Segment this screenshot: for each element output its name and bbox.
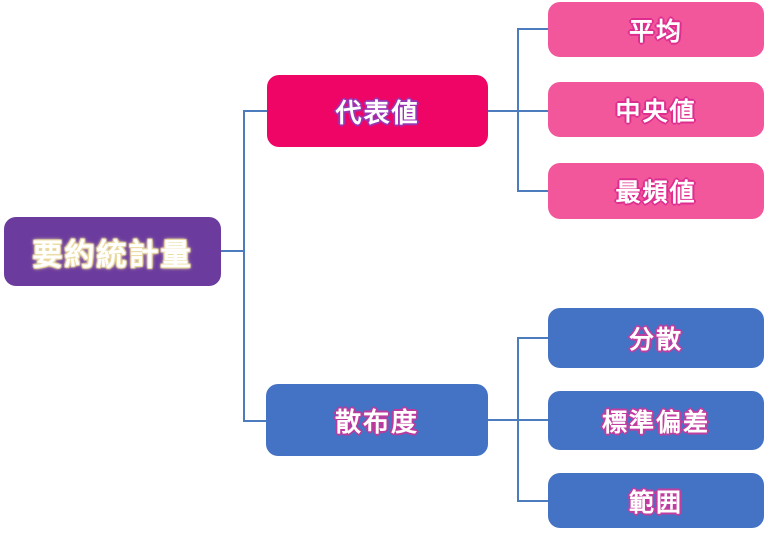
node-mean: 平均 <box>548 2 764 57</box>
connector-leaf-mean-stub <box>517 28 549 30</box>
node-representative-value: 代表値 <box>267 75 488 147</box>
connector-leaf-variance-stub <box>517 337 549 339</box>
connector-root-vertical <box>243 110 245 422</box>
connector-representative-vertical <box>517 29 519 192</box>
node-variance: 分散 <box>548 308 764 368</box>
node-median: 中央値 <box>548 82 764 137</box>
node-range: 範囲 <box>548 473 764 528</box>
connector-branch-dispersion-stub <box>243 420 267 422</box>
node-mode: 最頻値 <box>548 163 764 219</box>
connector-branch-representative-stub <box>243 110 268 112</box>
connector-dispersion-vertical <box>517 337 519 502</box>
connector-leaf-range-stub <box>517 500 549 502</box>
connector-root-stub <box>219 250 244 252</box>
connector-leaf-mode-stub <box>517 190 549 192</box>
node-dispersion: 散布度 <box>266 384 488 456</box>
node-standard-deviation: 標準偏差 <box>548 391 764 450</box>
node-summary-statistics: 要約統計量 <box>4 217 221 286</box>
